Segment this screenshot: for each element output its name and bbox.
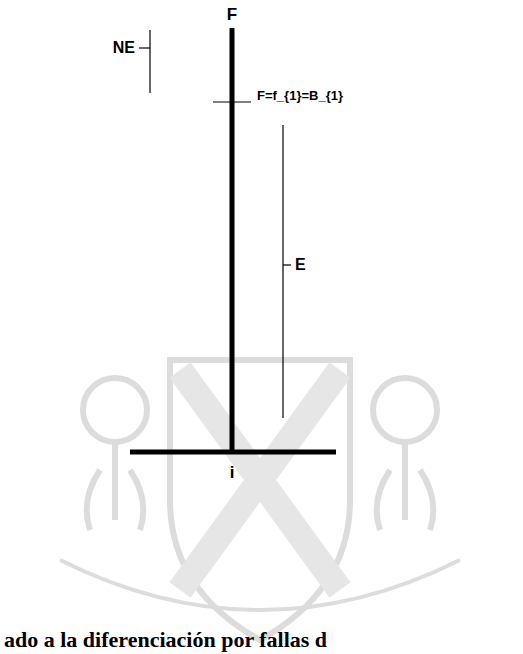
motto-ribbon [60, 560, 460, 610]
e-leader [283, 264, 291, 265]
ne-bracket [149, 30, 150, 93]
shield-saltire [180, 370, 340, 590]
thistle-right-stem [377, 440, 434, 530]
top-label: F [227, 6, 237, 23]
e-bracket [282, 125, 283, 418]
main-stem [230, 28, 235, 452]
tick-mark [213, 101, 251, 102]
ne-leader [139, 47, 150, 48]
base-label: i [230, 464, 235, 481]
point-label: F=f_{1}=B_{1} [257, 89, 343, 102]
crest-watermark [60, 360, 460, 640]
bracket-label: NE [113, 40, 135, 56]
bracket-label: E [295, 257, 306, 273]
cut-caption-text: ado a la diferenciación por fallas d [4, 629, 327, 651]
thistle-left [83, 378, 147, 442]
base-bar [130, 450, 336, 455]
shield-outline [170, 360, 350, 640]
thistle-right [373, 378, 437, 442]
